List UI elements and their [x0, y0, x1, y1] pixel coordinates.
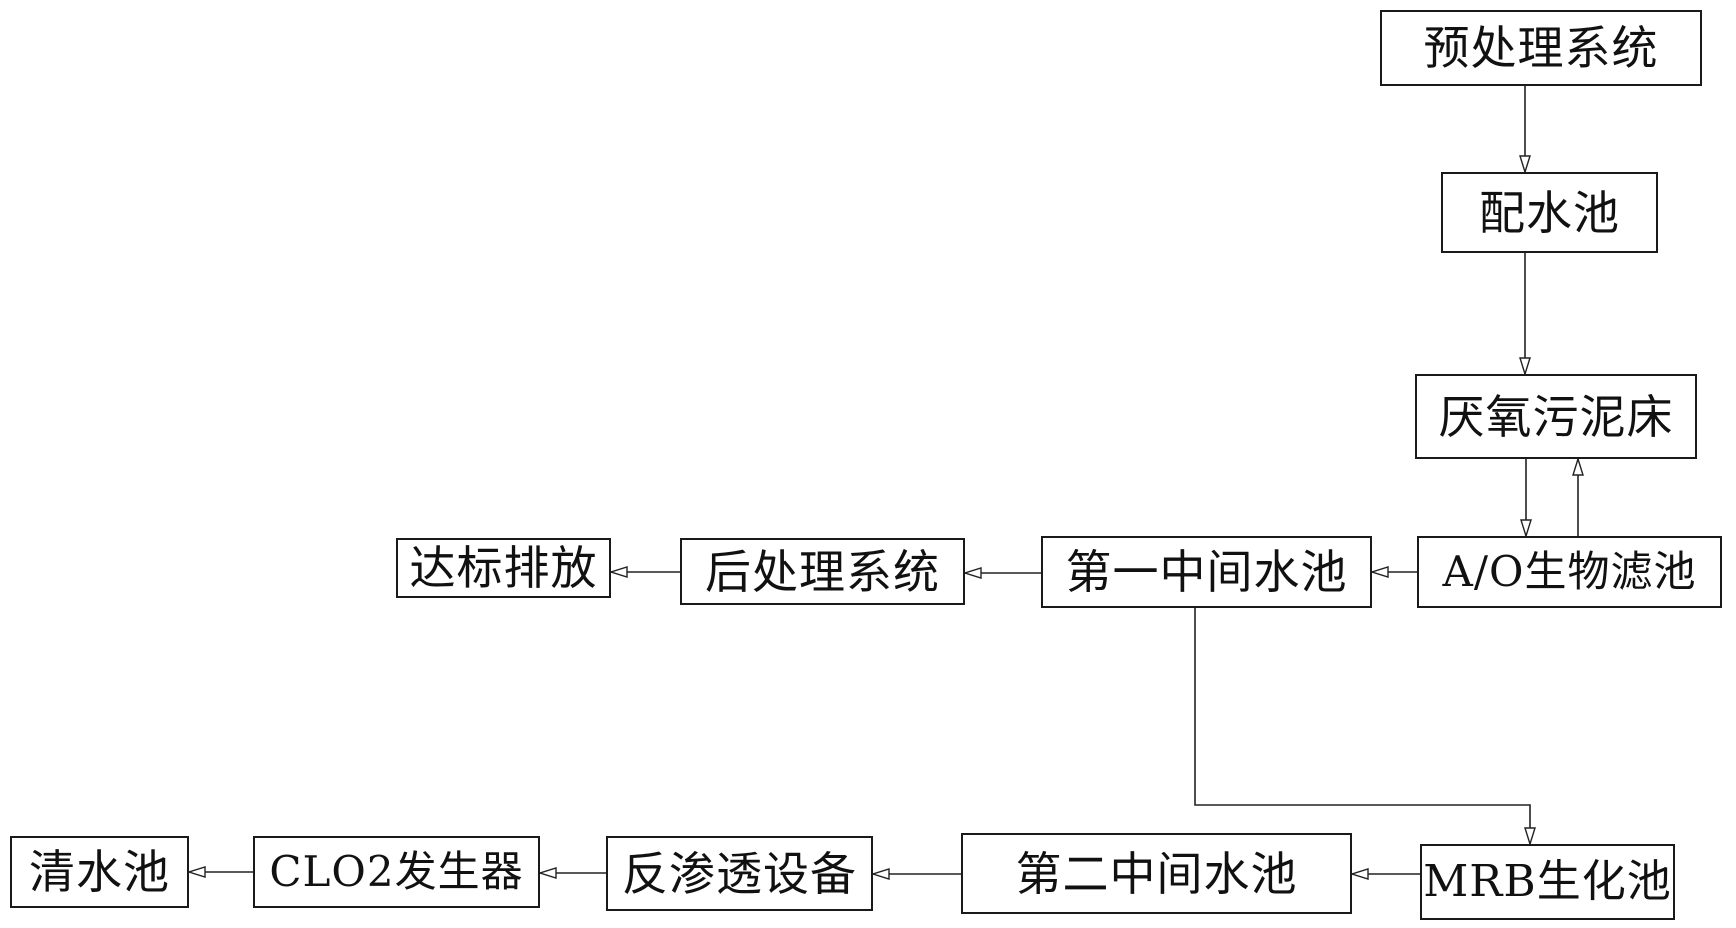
node-clo2-generator: CLO2发生器 [253, 836, 540, 908]
connector-first-intermediate-to-mrb [1194, 608, 1531, 844]
arrowhead-mrb [1524, 827, 1536, 847]
node-mrb-tank: MRB生化池 [1420, 844, 1675, 920]
arrowhead-ro [870, 868, 890, 880]
arrowhead-ao [1520, 519, 1532, 539]
node-discharge: 达标排放 [396, 538, 611, 598]
node-ao-biofilter: A/O生物滤池 [1417, 536, 1722, 608]
arrowhead-clean [186, 866, 206, 878]
node-post-treatment: 后处理系统 [680, 538, 965, 605]
arrowhead-post [962, 567, 982, 579]
node-pretreatment: 预处理系统 [1380, 10, 1702, 86]
node-clean-water-tank: 清水池 [10, 836, 189, 908]
arrowhead-mixing [1519, 155, 1531, 175]
arrowhead-second-intermediate [1349, 868, 1369, 880]
arrowhead-clo2 [537, 867, 557, 879]
arrowhead-first-intermediate [1369, 566, 1389, 578]
arrowhead-return-anaerobic [1572, 456, 1584, 476]
arrowhead-discharge [608, 566, 628, 578]
arrowhead-anaerobic [1519, 357, 1531, 377]
node-first-intermediate-tank: 第一中间水池 [1041, 536, 1372, 608]
node-reverse-osmosis: 反渗透设备 [606, 836, 873, 911]
node-mixing-tank: 配水池 [1441, 172, 1658, 253]
node-anaerobic-bed: 厌氧污泥床 [1415, 374, 1697, 459]
node-second-intermediate-tank: 第二中间水池 [961, 833, 1352, 914]
